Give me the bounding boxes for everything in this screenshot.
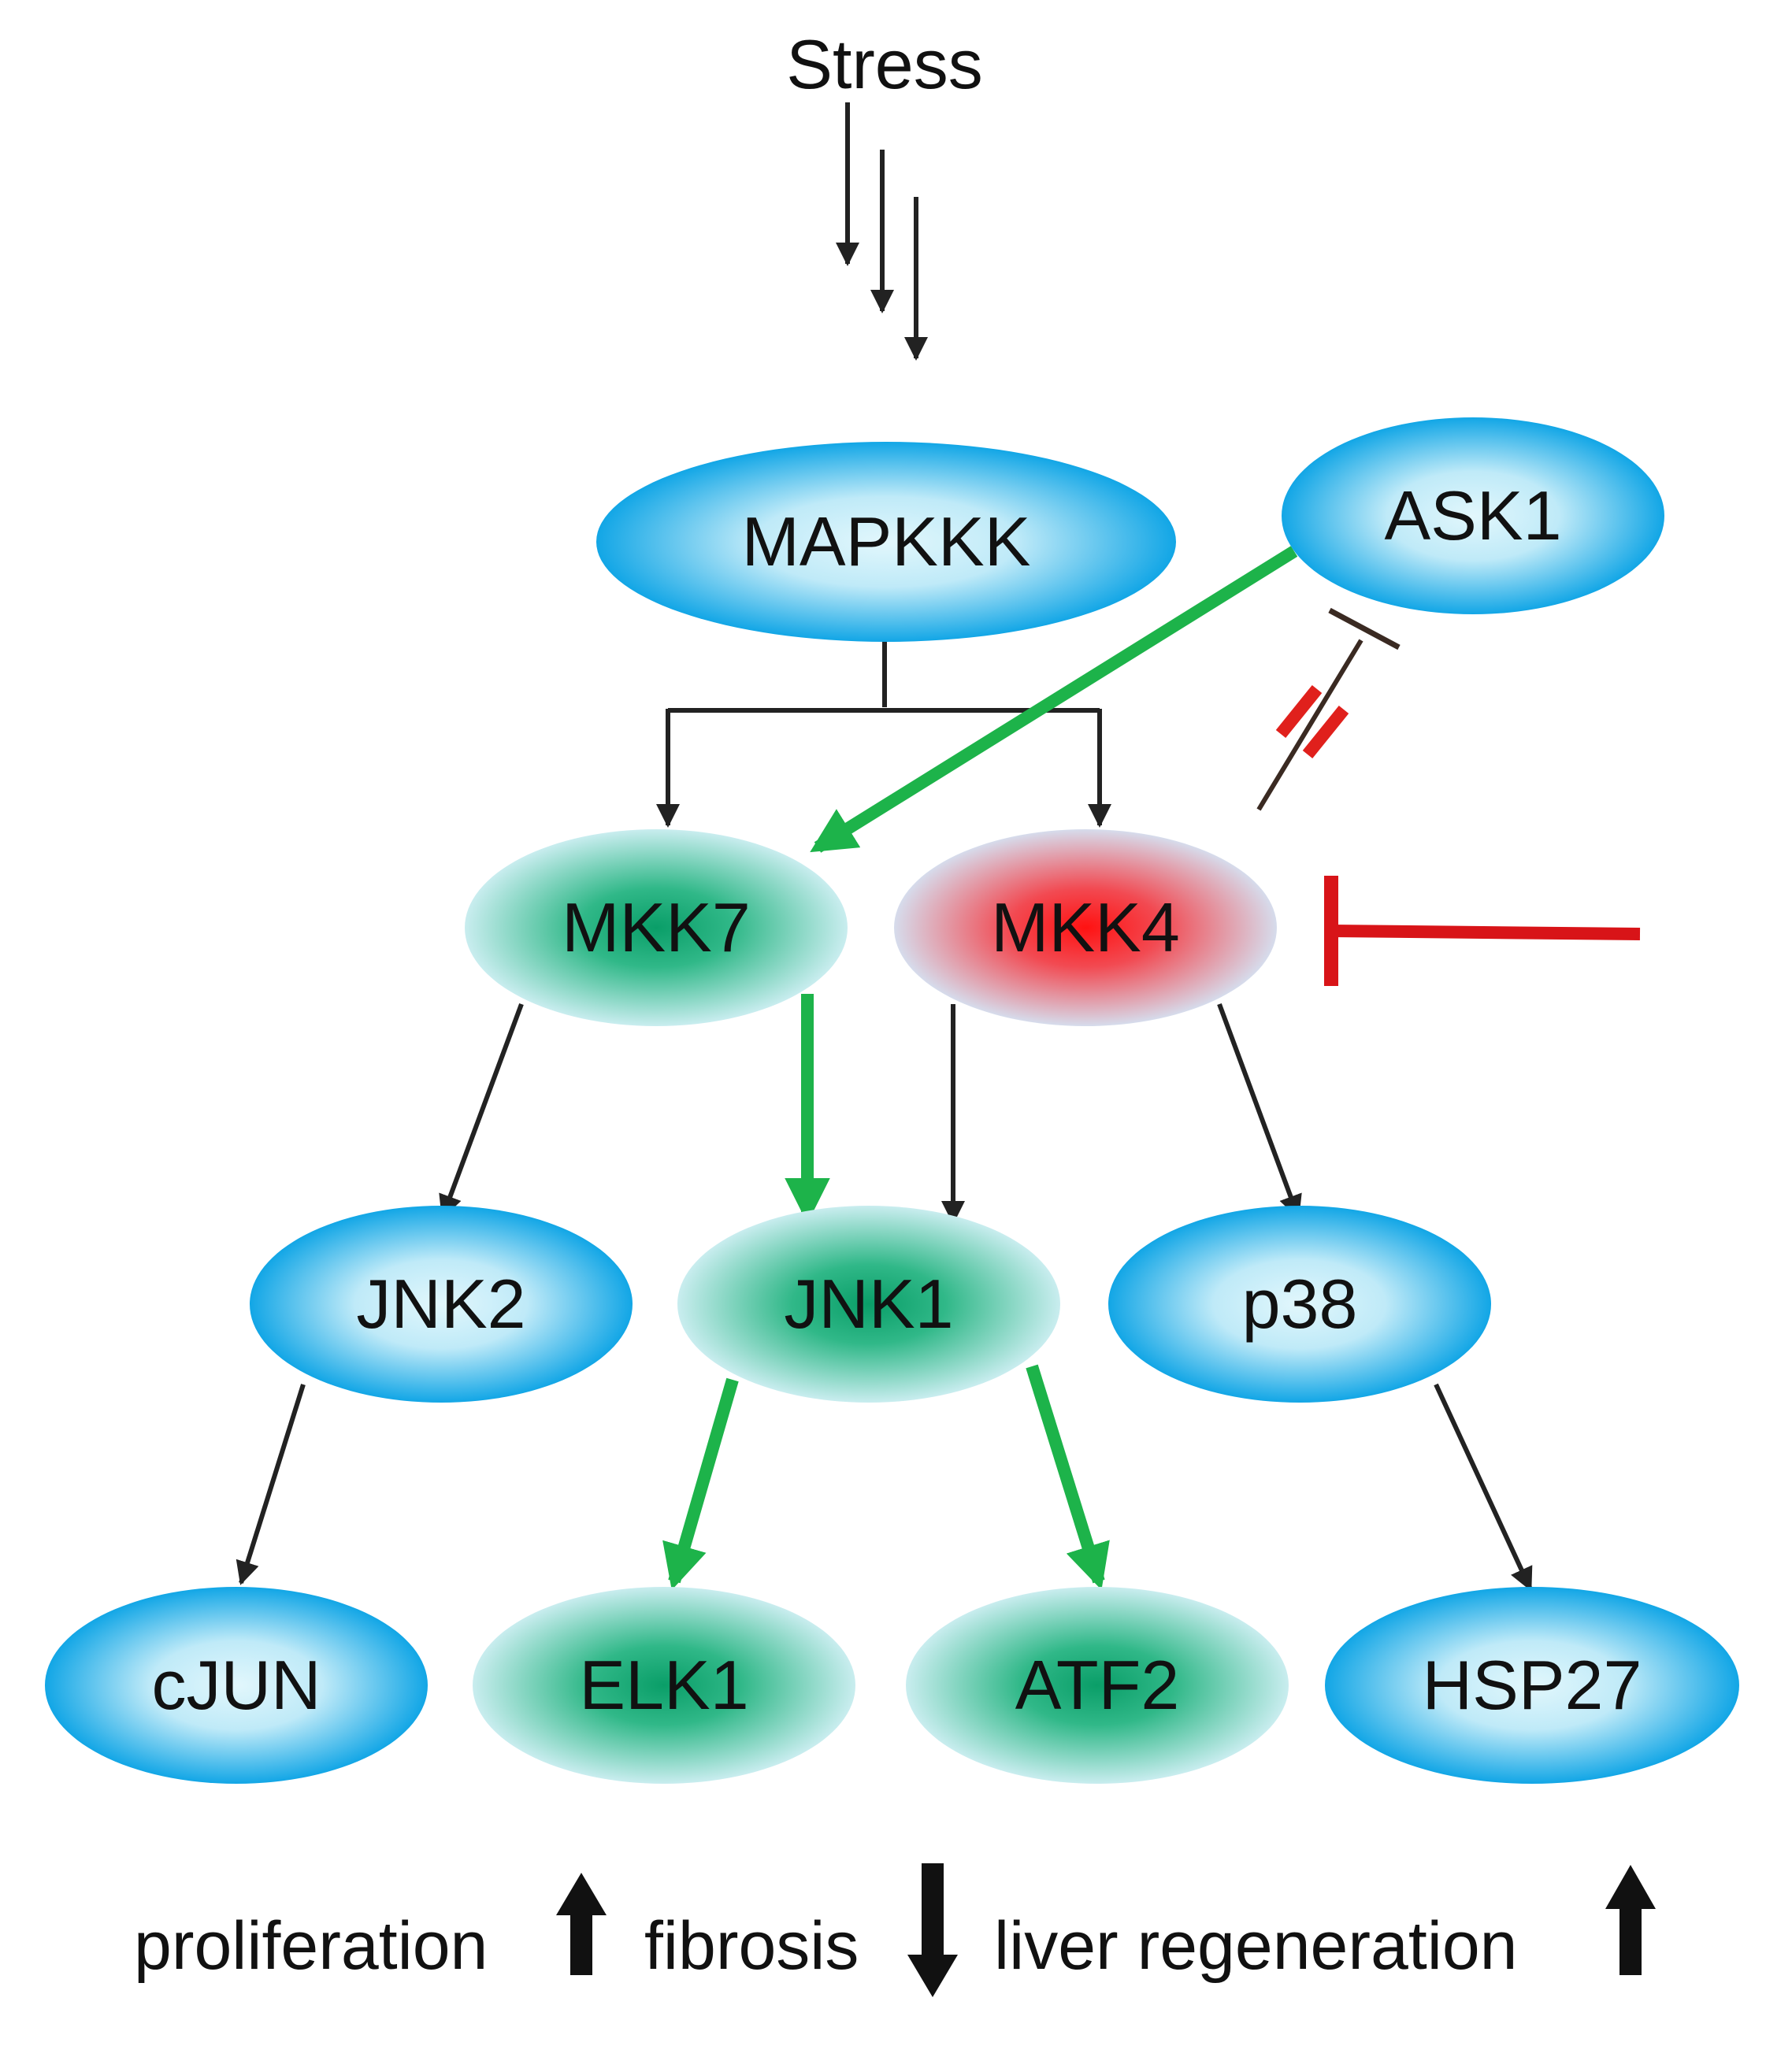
node-jnk1-shape bbox=[677, 1206, 1060, 1403]
blocked-mark-2 bbox=[1302, 705, 1349, 759]
node-mapkkk: MAPKKK bbox=[596, 442, 1176, 642]
node-mkk7-shape bbox=[465, 829, 848, 1026]
outcome-liver-regeneration-up-arrow-icon bbox=[1605, 1865, 1656, 1975]
edge-mkk7-jnk2 bbox=[439, 1003, 524, 1219]
node-elk1-shape bbox=[473, 1587, 855, 1784]
edge-ask1-mkk4-bar bbox=[1328, 607, 1401, 650]
node-cjun-label: cJUN bbox=[151, 1646, 321, 1724]
edge-jnk1-atf2 bbox=[1026, 1364, 1110, 1590]
stress-label: Stress bbox=[786, 25, 982, 103]
node-atf2-label: ATF2 bbox=[1015, 1646, 1180, 1724]
node-cjun: cJUN bbox=[45, 1587, 428, 1784]
node-ask1-shape bbox=[1282, 417, 1664, 614]
node-hsp27: HSP27 bbox=[1325, 1587, 1739, 1784]
node-mkk7: MKK7 bbox=[465, 829, 848, 1026]
edge-external-mkk4 bbox=[1330, 925, 1641, 940]
edge-jnk2-cjun bbox=[236, 1384, 306, 1585]
node-ask1: ASK1 bbox=[1282, 417, 1664, 614]
node-elk1: ELK1 bbox=[473, 1587, 855, 1784]
outcome-liver-regeneration-label: liver regeneration bbox=[994, 1908, 1517, 1984]
edge-mapkkk-bracket bbox=[668, 638, 1100, 713]
node-p38: p38 bbox=[1108, 1206, 1491, 1403]
node-mkk4: MKK4 bbox=[894, 829, 1277, 1026]
node-p38-shape bbox=[1108, 1206, 1491, 1403]
node-jnk2: JNK2 bbox=[250, 1206, 633, 1403]
node-hsp27-shape bbox=[1325, 1587, 1739, 1784]
node-elk1-label: ELK1 bbox=[579, 1646, 748, 1724]
node-jnk2-label: JNK2 bbox=[356, 1265, 525, 1343]
node-ask1-label: ASK1 bbox=[1384, 476, 1561, 554]
node-atf2: ATF2 bbox=[906, 1587, 1289, 1784]
node-mkk4-label: MKK4 bbox=[991, 888, 1180, 966]
edges bbox=[236, 546, 1641, 1592]
node-hsp27-label: HSP27 bbox=[1423, 1646, 1642, 1724]
blocked-mark-1 bbox=[1275, 684, 1323, 739]
node-p38-label: p38 bbox=[1242, 1265, 1358, 1343]
edge-jnk1-elk1 bbox=[662, 1377, 739, 1591]
node-cjun-shape bbox=[45, 1587, 428, 1784]
node-mkk4-shape bbox=[894, 829, 1277, 1026]
node-mkk7-label: MKK7 bbox=[562, 888, 751, 966]
outcome-fibrosis-down-arrow-icon bbox=[907, 1863, 958, 1997]
node-jnk1-label: JNK1 bbox=[784, 1265, 953, 1343]
outcome-proliferation-up-arrow-icon bbox=[556, 1873, 607, 1975]
outcome-fibrosis-label: fibrosis bbox=[644, 1908, 859, 1984]
outcome-proliferation-label: proliferation bbox=[134, 1908, 488, 1984]
node-jnk1: JNK1 bbox=[677, 1206, 1060, 1403]
node-mapkkk-shape bbox=[596, 442, 1176, 642]
edge-mkk4-p38 bbox=[1217, 1003, 1302, 1219]
stress-arrows bbox=[836, 102, 928, 361]
edge-ask1-mkk4-blocked bbox=[1256, 639, 1363, 811]
outcomes: proliferation fibrosis liver regeneratio… bbox=[134, 1863, 1656, 1997]
node-atf2-shape bbox=[906, 1587, 1289, 1784]
edge-p38-hsp27 bbox=[1434, 1383, 1533, 1592]
node-mapkkk-label: MAPKKK bbox=[742, 502, 1031, 580]
node-jnk2-shape bbox=[250, 1206, 633, 1403]
edge-ask1-mkk7 bbox=[810, 546, 1298, 853]
